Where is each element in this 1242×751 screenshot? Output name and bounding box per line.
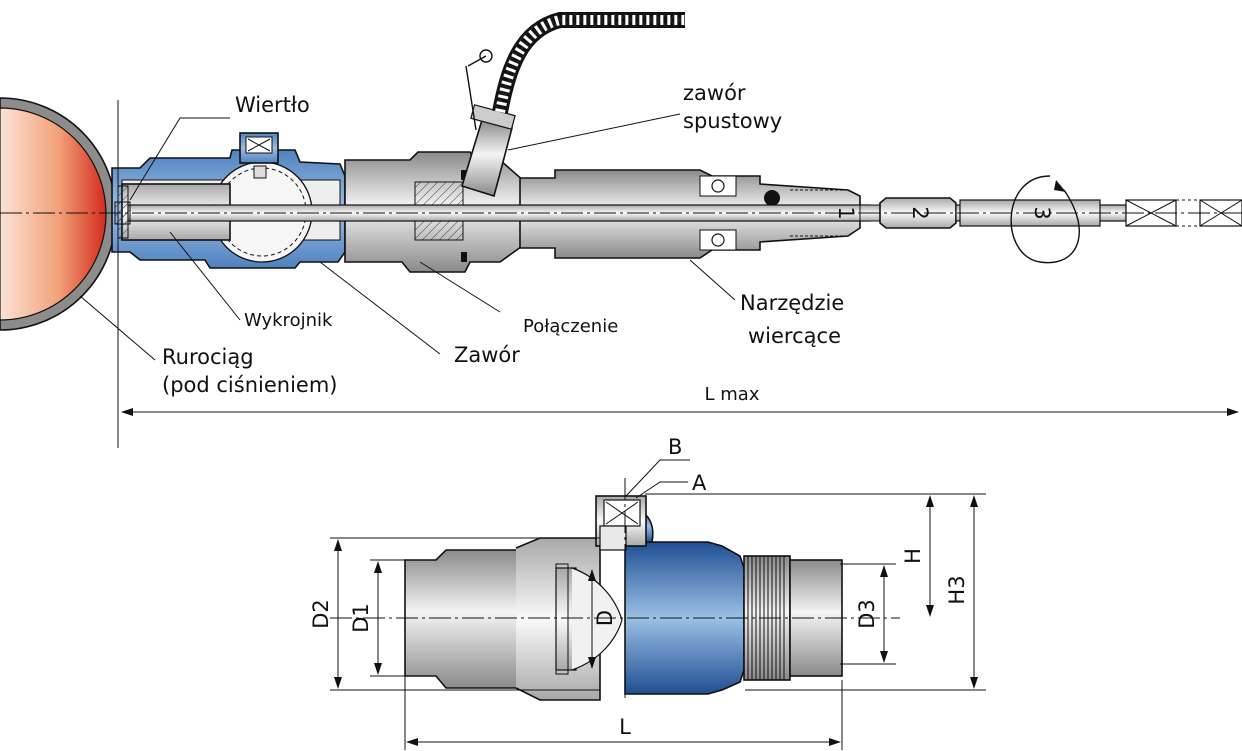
label-narzedzie-2: wiercące [748,324,841,348]
label-zawor: Zawór [454,343,520,367]
valve-inlet-socket [404,537,623,701]
label-l-max: L max [705,384,760,405]
label-narzedzie-1: Narzędzie [740,291,844,315]
leader-b [625,459,690,497]
label-rurociag-1: Rurociąg [162,345,254,369]
drain-valve [461,12,685,198]
dim-label-h3: H3 [945,575,969,604]
dim-label-b: B [668,435,682,459]
dim-label-h: H [901,548,925,564]
stage-1-label: 1 [834,206,858,219]
dim-label-d1: D1 [349,603,373,633]
dim-label-a: A [692,471,707,495]
label-wykrojnik: Wykrojnik [244,310,333,331]
dim-label-d: D [593,610,617,626]
leader-lines [79,113,736,361]
label-zawor-spustowy-1: zawór [683,81,746,105]
dim-label-d3: D3 [855,599,879,629]
valve-stem-cap [595,495,647,551]
dim-label-d2: D2 [309,599,333,629]
dim-label-l: L [619,715,631,739]
leader-a [635,481,688,499]
extension-lines [330,493,986,750]
stage-2-label: 2 [908,206,932,219]
label-zawor-spustowy-2: spustowy [683,109,782,133]
label-rurociag-2: (pod ciśnieniem) [162,373,337,397]
stage-3-label: 3 [1030,206,1054,219]
label-wiertlo: Wiertło [235,93,310,117]
label-polaczenie: Połączenie [523,316,618,337]
pipeline-section [0,97,117,331]
rotation-arrow [1010,175,1080,264]
